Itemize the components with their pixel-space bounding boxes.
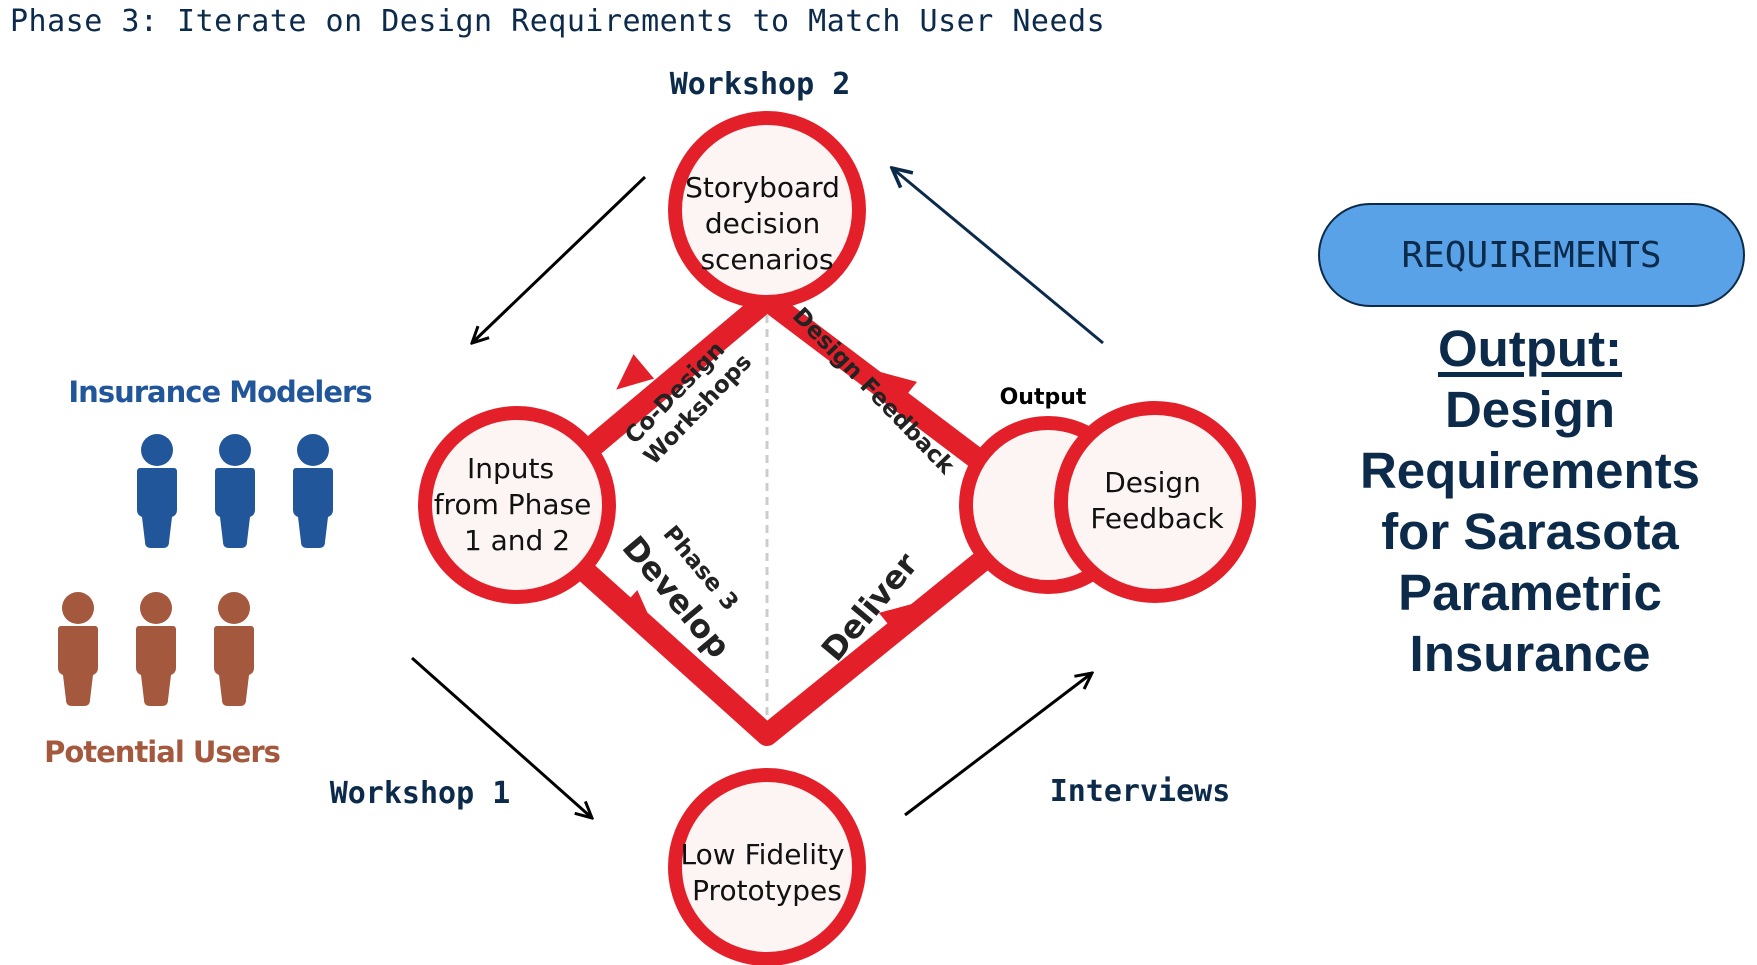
potential-users-label: Potential Users: [44, 735, 280, 769]
node-design-feedback: Design Feedback: [959, 401, 1256, 603]
arrow-icon: [878, 602, 917, 638]
node-text-line: Storyboard: [685, 171, 840, 204]
arrow-icon: [615, 590, 654, 627]
node-text-line: from Phase: [434, 488, 592, 521]
arrow-icon: [892, 168, 1104, 345]
diamond-arrowheads: [615, 354, 918, 638]
process-diamond: [506, 289, 1056, 746]
arrow-icon: [616, 354, 655, 390]
arrow-icon: [472, 175, 647, 343]
design-feedback-edge-label: Design Feedback: [787, 303, 959, 480]
person-icon: [293, 434, 333, 548]
node-text-line: Low Fidelity: [681, 838, 845, 871]
person-icon: [137, 434, 177, 548]
person-icon: [58, 592, 98, 706]
arrow-icon: [904, 673, 1092, 817]
node-storyboard-text: Storyboard decision scenarios: [685, 171, 849, 276]
insurance-modelers-icons: [137, 434, 333, 548]
arrow-icon: [879, 371, 918, 407]
person-icon: [214, 592, 254, 706]
person-icon: [136, 592, 176, 706]
requirements-pill: REQUIREMENTS: [1318, 203, 1745, 307]
node-text-line: decision: [705, 207, 820, 240]
output-line: Design: [1444, 381, 1616, 438]
node-inputs: Inputs from Phase 1 and 2: [418, 406, 616, 604]
output-line: Parametric: [1398, 564, 1662, 621]
node-prototypes-text: Low Fidelity Prototypes: [681, 838, 854, 907]
node-prototypes: Low Fidelity Prototypes: [668, 768, 866, 965]
output-heading: Output:: [1437, 320, 1623, 377]
workshop1-label: Workshop 1: [330, 776, 511, 811]
node-text-line: 1 and 2: [464, 524, 570, 557]
node-text-line: Inputs: [467, 452, 554, 485]
output-line: for Sarasota: [1381, 503, 1679, 560]
node-text-line: scenarios: [700, 243, 833, 276]
workshop2-label: Workshop 2: [670, 67, 851, 102]
output-label: Output: [1000, 385, 1087, 410]
arrow-icon: [411, 656, 592, 818]
insurance-modelers-label: Insurance Modelers: [68, 375, 371, 409]
person-icon: [215, 434, 255, 548]
interviews-label: Interviews: [1050, 774, 1231, 809]
output-block: Output: Design Requirements for Sarasota…: [1300, 318, 1757, 684]
node-design-feedback-text: Design Feedback: [1090, 466, 1224, 535]
node-inputs-text: Inputs from Phase 1 and 2: [434, 452, 601, 557]
page-title: Phase 3: Iterate on Design Requirements …: [10, 4, 1106, 39]
potential-users-icons: [58, 592, 254, 706]
node-text-line: Prototypes: [692, 874, 842, 907]
node-storyboard: Storyboard decision scenarios: [668, 111, 866, 309]
node-text-line: Feedback: [1090, 502, 1224, 535]
output-line: Requirements: [1359, 442, 1701, 499]
output-line: Insurance: [1409, 625, 1651, 682]
node-text-line: Design: [1104, 466, 1201, 499]
